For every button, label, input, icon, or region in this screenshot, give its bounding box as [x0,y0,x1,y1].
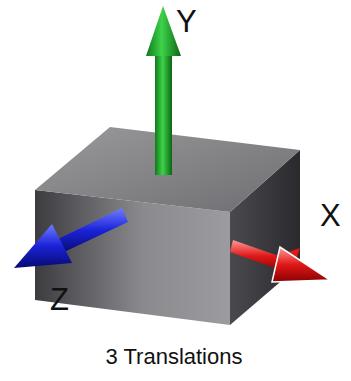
caption: 3 Translations [106,346,243,368]
y-arrow [146,6,181,175]
axis-label-y: Y [176,6,197,37]
z-arrow [14,208,128,268]
axis-label-z: Z [50,284,69,315]
axis-label-x: X [320,200,341,231]
x-arrow [230,240,330,282]
